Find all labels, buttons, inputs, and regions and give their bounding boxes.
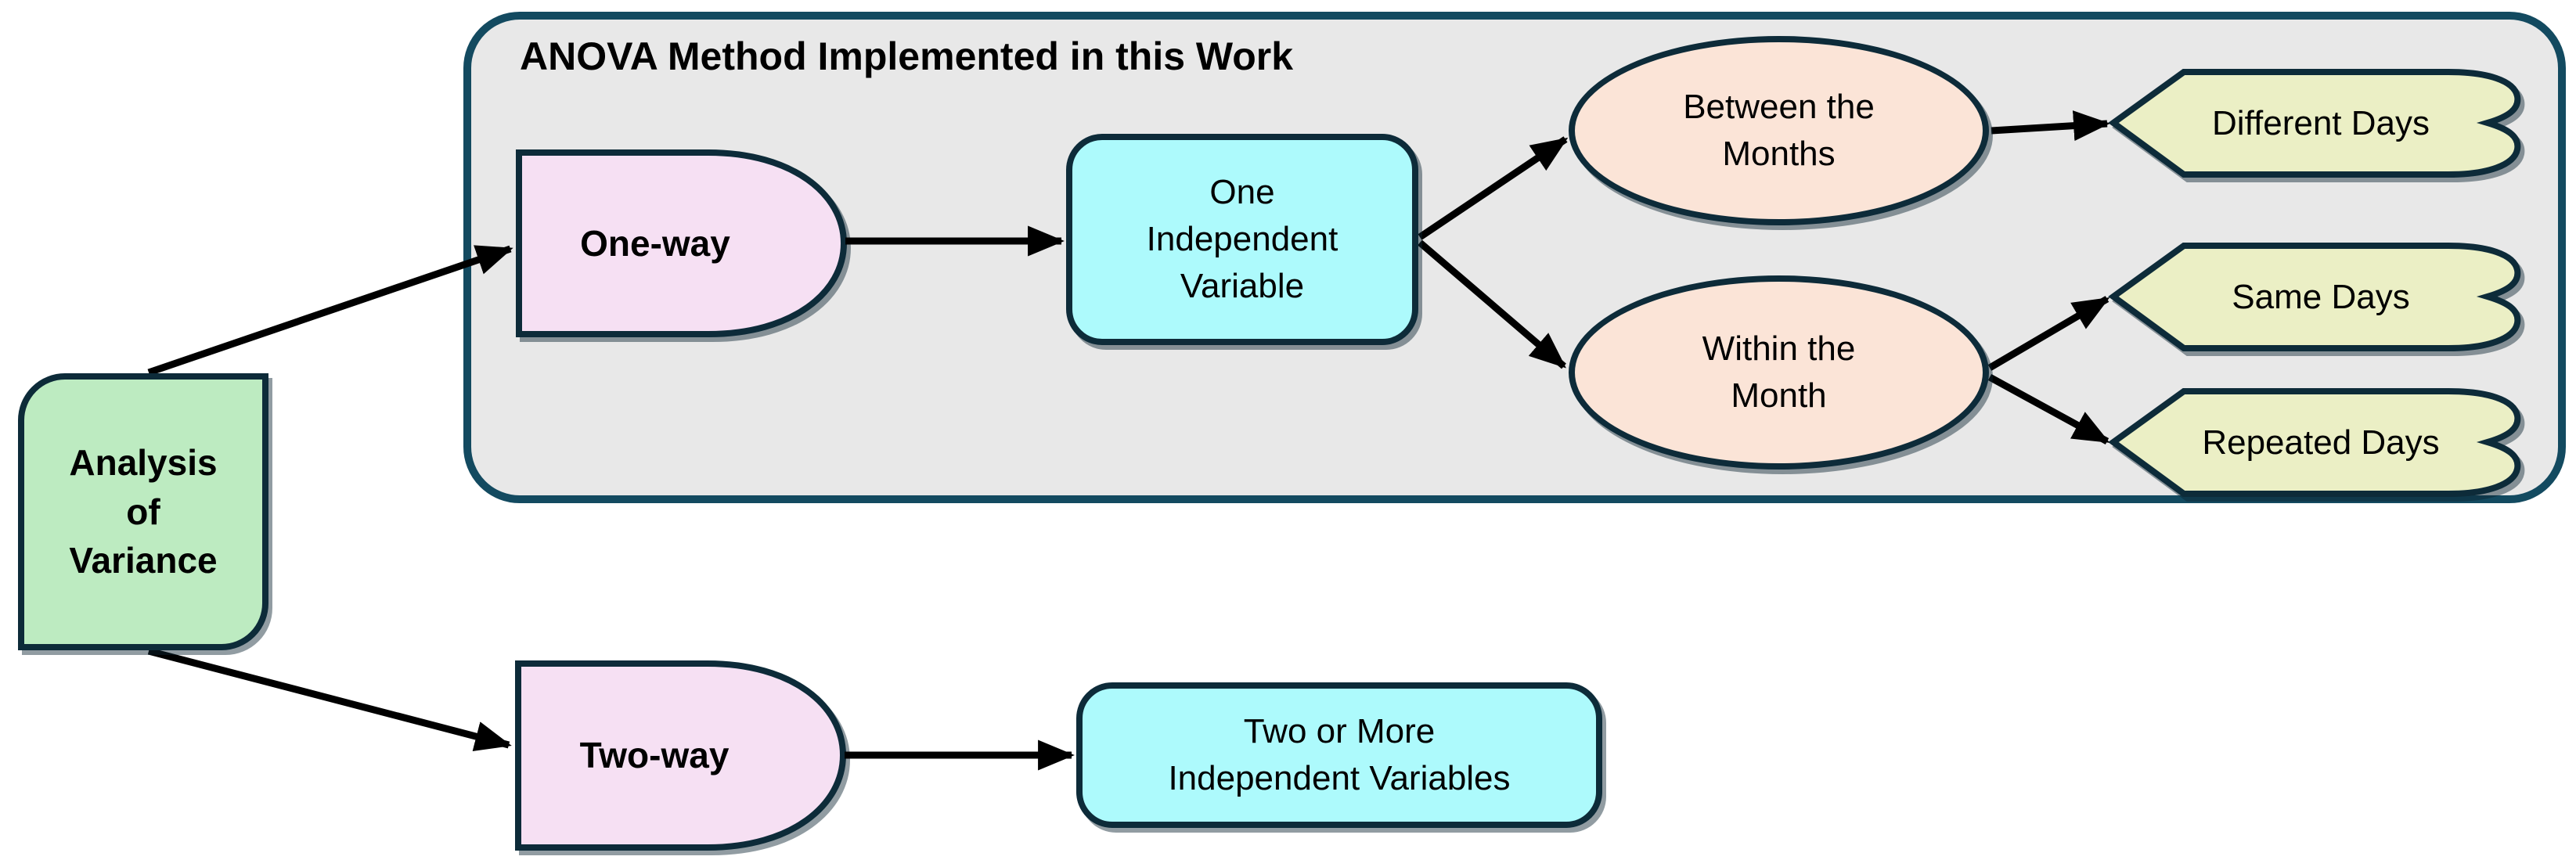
group-title: ANOVA Method Implemented in this Work bbox=[520, 34, 1294, 78]
arrow-within-to-same-days bbox=[1987, 296, 2110, 371]
repeated-days-label: Repeated Days bbox=[2202, 423, 2440, 462]
between-the-months-label: Between the Months bbox=[1683, 88, 1875, 173]
same-days-label: Same Days bbox=[2232, 277, 2410, 316]
two-or-more-independent-variables-shape bbox=[1076, 682, 1602, 828]
different-days-label: Different Days bbox=[2212, 103, 2430, 142]
arrow-root-to-one-way bbox=[147, 245, 513, 376]
within-the-month-label: Within the Month bbox=[1702, 329, 1856, 415]
one-way-label: One-way bbox=[580, 222, 730, 264]
arrow-root-to-two-way bbox=[147, 647, 512, 752]
within-the-month-shape bbox=[1569, 275, 1989, 470]
analysis-of-variance-label: Analysis of Variance bbox=[69, 442, 218, 581]
two-or-more-independent-variables-label: Two or More Independent Variables bbox=[1168, 712, 1511, 797]
arrow-within-to-repeated-days bbox=[1987, 374, 2110, 444]
arrow-one-iv-to-within bbox=[1418, 239, 1566, 369]
arrow-between-to-different-days bbox=[1991, 110, 2110, 142]
analysis-of-variance-shape bbox=[18, 373, 268, 650]
same-days-shape bbox=[2108, 243, 2521, 351]
one-independent-variable-shape bbox=[1066, 134, 1418, 345]
repeated-days-shape bbox=[2108, 388, 2521, 497]
between-the-months-shape bbox=[1569, 36, 1989, 225]
different-days-shape bbox=[2108, 69, 2521, 178]
two-way-label: Two-way bbox=[579, 735, 730, 776]
edge-arrows bbox=[147, 110, 2110, 771]
arrow-one-iv-to-between bbox=[1418, 136, 1569, 240]
two-way-shape bbox=[515, 660, 847, 851]
one-independent-variable-label: One Independent Variable bbox=[1146, 173, 1338, 305]
one-way-shape bbox=[516, 149, 848, 337]
